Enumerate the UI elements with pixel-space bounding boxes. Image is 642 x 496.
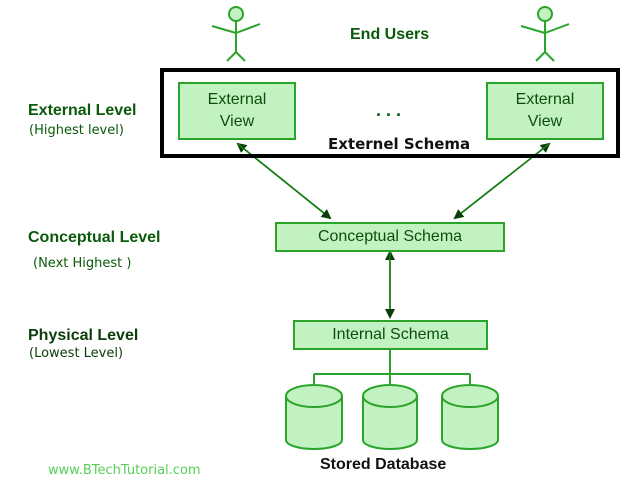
external-view-line2: View (219, 113, 255, 130)
conceptual-schema-label: Conceptual Schema (317, 228, 463, 245)
level-title-physical: Physical Level (28, 327, 139, 344)
external-view-line1: External (515, 91, 575, 108)
database-icon (362, 384, 418, 450)
external-schema-frame (160, 68, 620, 158)
database-icon (441, 384, 499, 450)
end-user-icon (520, 6, 570, 62)
external-view-line2: View (527, 113, 563, 130)
conceptual-schema-box: Conceptual Schema (275, 222, 505, 252)
end-users-label: End Users (350, 26, 430, 43)
internal-schema-label: Internal Schema (332, 326, 449, 343)
external-view-line1: External (207, 91, 267, 108)
ellipsis: . . . (376, 100, 402, 120)
external-view-box: External View (178, 82, 296, 140)
level-title-external: External Level (28, 102, 137, 119)
external-view-box: External View (486, 82, 604, 140)
level-title-conceptual: Conceptual Level (28, 229, 161, 246)
internal-schema-box: Internal Schema (293, 320, 488, 350)
level-subtitle-conceptual: (Next Highest ) (33, 256, 132, 271)
database-connector (313, 349, 471, 384)
database-icon (285, 384, 343, 450)
external-schema-label: Externel Schema (328, 135, 471, 153)
level-subtitle-physical: (Lowest Level) (29, 346, 124, 361)
watermark-link[interactable]: www.BTechTutorial.com (48, 463, 201, 478)
end-user-icon (211, 6, 261, 62)
level-subtitle-external: (Highest level) (29, 123, 124, 138)
stored-database-label: Stored Database (320, 456, 447, 473)
